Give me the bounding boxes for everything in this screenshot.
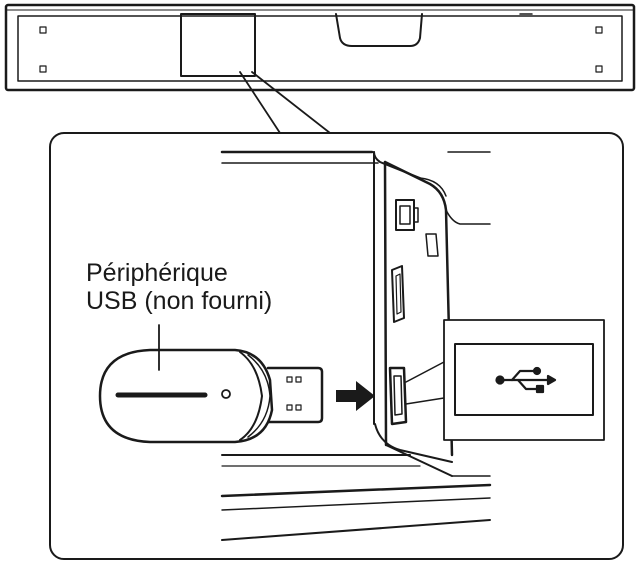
soundbar xyxy=(4,3,636,92)
right-arrow-icon xyxy=(336,381,375,411)
usb-flash-drive xyxy=(98,348,324,444)
usb-icon xyxy=(495,366,557,394)
zoom-panel xyxy=(49,132,624,560)
usb-magnifier xyxy=(405,319,605,441)
port-usb xyxy=(388,366,408,426)
zoom-callout xyxy=(239,71,331,134)
device-label-line2: USB (non fourni) xyxy=(86,287,273,315)
port-cover xyxy=(180,13,256,77)
screw-icon xyxy=(39,26,47,34)
screw-icon xyxy=(39,65,47,73)
device-label-line1: Périphérique xyxy=(86,259,228,287)
port-ethernet xyxy=(395,199,419,231)
bracket xyxy=(335,13,423,47)
screw-icon xyxy=(595,26,603,34)
side-latch xyxy=(425,233,439,257)
housing xyxy=(220,150,492,541)
screw-icon xyxy=(595,65,603,73)
port-hdmi xyxy=(391,265,405,323)
